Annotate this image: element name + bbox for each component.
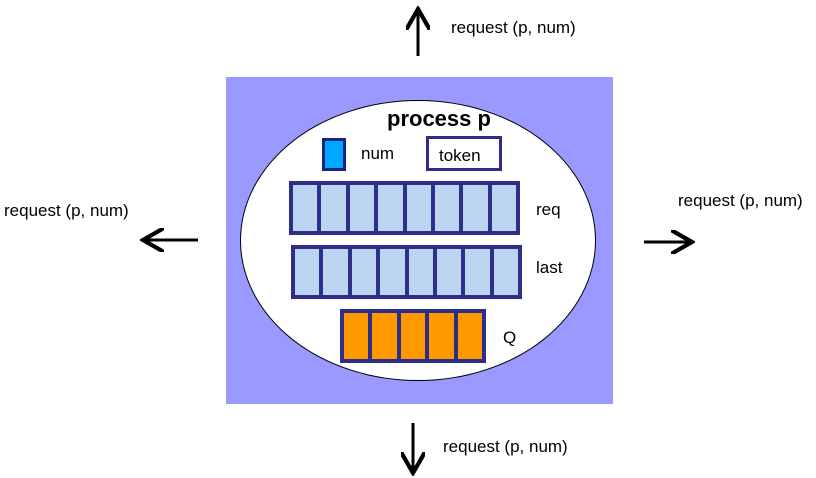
req-label: req [536,200,561,219]
array-cell [434,185,460,231]
array-cell [463,185,488,231]
array-cell [465,249,490,295]
array-cell [436,249,462,295]
last-label: last [536,258,563,277]
array-cell [400,313,426,359]
array-cell [406,185,431,231]
array-cell [380,249,405,295]
message-top: request (p, num) [451,18,576,37]
message-right: request (p, num) [678,191,803,210]
array-cell [323,249,348,295]
array-cell [344,313,369,359]
process-title: process p [387,106,491,131]
array-cell [349,185,375,231]
token-label: token [439,146,481,165]
queue-label: Q [503,328,517,347]
array-cell [295,249,320,295]
array-cell [408,249,433,295]
message-left: request (p, num) [4,201,129,220]
array-cell [491,185,516,231]
array-cell [293,185,318,231]
req-array [289,181,520,235]
queue-array [340,309,486,363]
array-cell [429,313,454,359]
message-bottom: request (p, num) [443,437,568,456]
num-label: num [361,144,395,163]
array-cell [372,313,397,359]
array-cell [351,249,377,295]
num-variable-box [322,138,346,171]
array-cell [457,313,483,359]
array-cell [493,249,518,295]
token-box [426,136,502,171]
array-cell [378,185,403,231]
array-cell [321,185,346,231]
last-array [291,245,522,299]
